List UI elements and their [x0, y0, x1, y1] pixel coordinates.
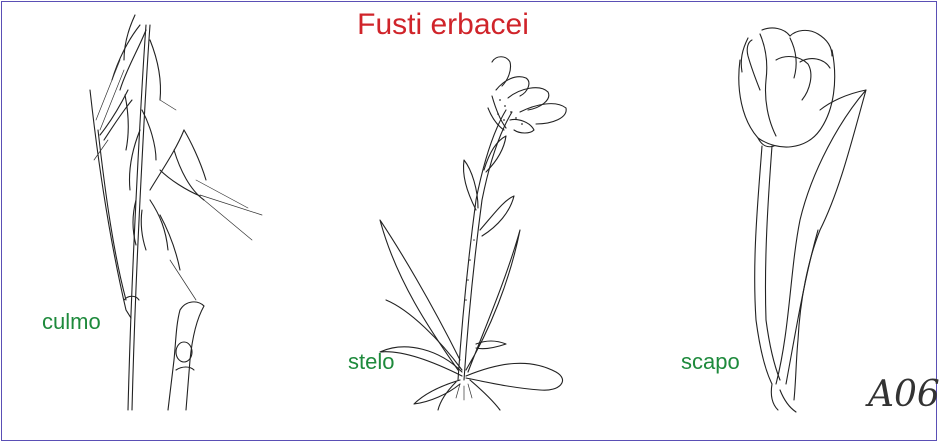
figure-title: Fusti erbacei — [357, 8, 529, 41]
culmo-drawing — [89, 14, 263, 411]
label-stelo: stelo — [348, 349, 395, 374]
stelo-drawing — [379, 56, 567, 411]
label-scapo: scapo — [681, 349, 740, 374]
label-culmo: culmo — [42, 309, 101, 334]
artist-signature: A06 — [868, 374, 940, 415]
scapo-drawing — [738, 27, 867, 413]
